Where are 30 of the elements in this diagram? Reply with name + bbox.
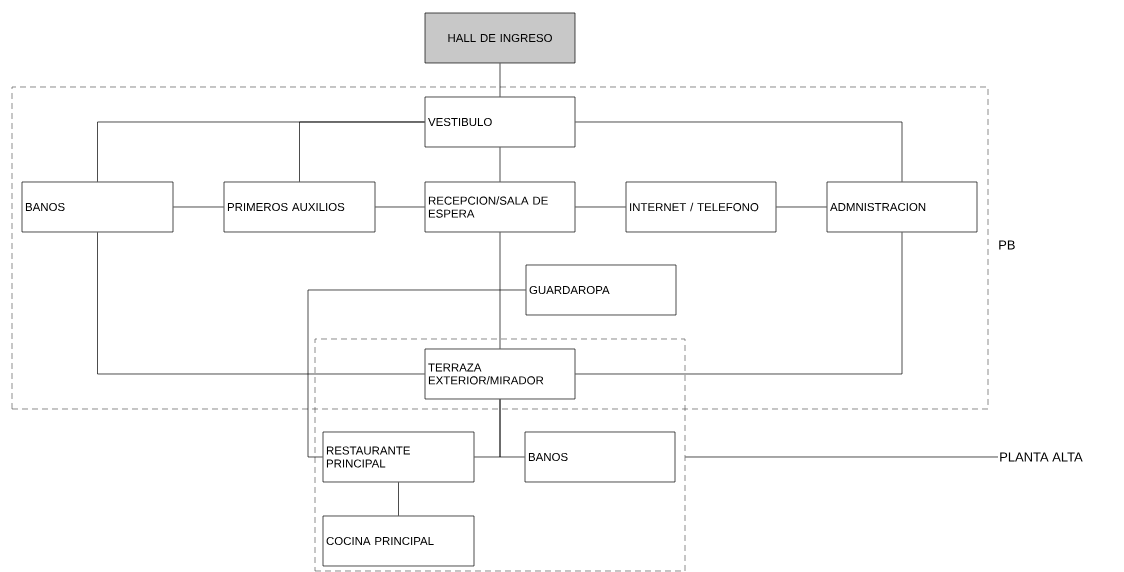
- room-box: BANOS: [524, 431, 676, 483]
- connector-line: [299, 121, 425, 182]
- connector-line: [499, 63, 501, 97]
- connector-line: [173, 206, 224, 208]
- room-box: COCINA PRINCIPAL: [322, 515, 475, 567]
- region-label: PLANTA ALTA: [1000, 452, 1083, 462]
- room-box: PRIMEROS AUXILIOS: [223, 181, 376, 233]
- room-box: TERRAZA EXTERIOR/MIRADOR: [424, 348, 576, 400]
- leader-line: [684, 456, 999, 458]
- connector-line: [97, 232, 425, 375]
- connector-line: [499, 399, 525, 458]
- room-box: INTERNET / TELEFONO: [625, 181, 777, 233]
- entrance-box: HALL DE INGRESO: [424, 12, 576, 64]
- connector-line: [575, 232, 903, 375]
- connector-line: [307, 289, 526, 458]
- room-box: ADMNISTRACION: [826, 181, 978, 233]
- connector-line: [499, 147, 501, 182]
- connector-line: [575, 121, 903, 182]
- region-label: PB: [999, 240, 1015, 250]
- room-box: RECEPCION/SALA DE ESPERA: [424, 181, 576, 233]
- connector-line: [499, 232, 501, 349]
- connector-line: [375, 206, 425, 208]
- dashed-region: [314, 338, 686, 572]
- room-box: BANOS: [21, 181, 174, 233]
- connector-line: [575, 206, 626, 208]
- room-box: GUARDAROPA: [525, 264, 677, 316]
- room-box: RESTAURANTE PRINCIPAL: [322, 431, 475, 483]
- connector-line: [776, 206, 827, 208]
- connector-line: [398, 482, 399, 516]
- room-box: VESTIBULO: [424, 96, 576, 148]
